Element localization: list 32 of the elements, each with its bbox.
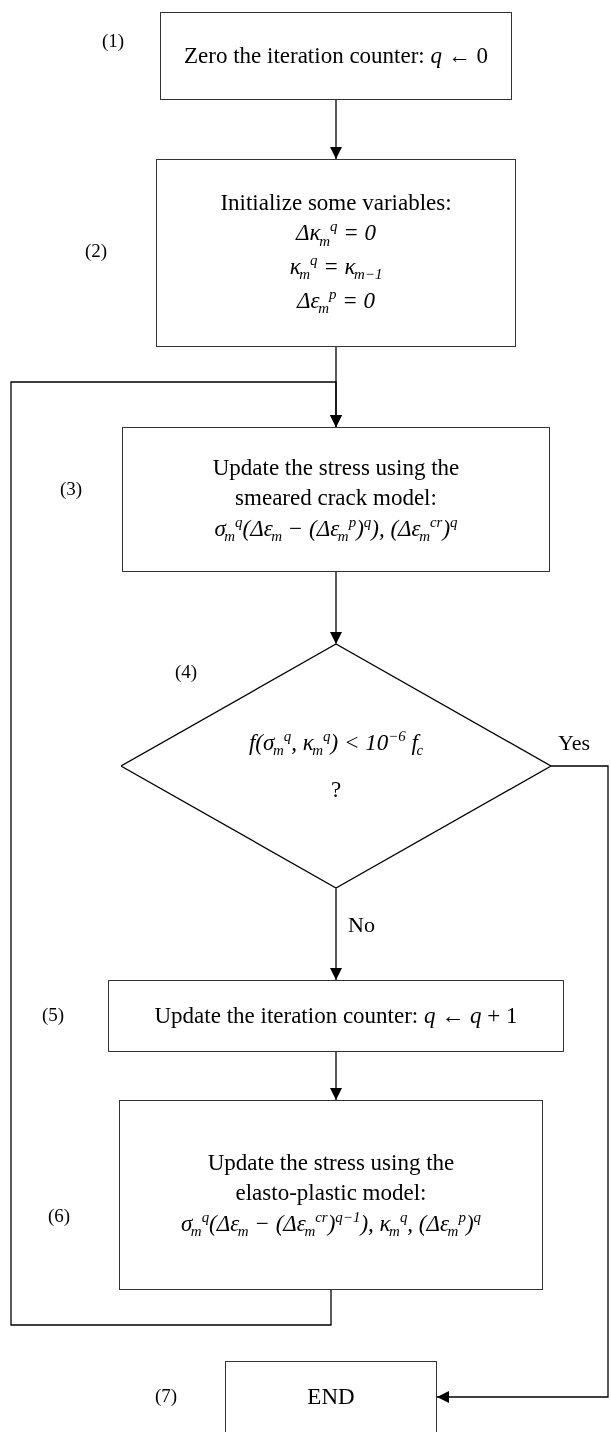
process-box [108,980,564,1052]
formula-text: σ$_{m}$$^{q}$(Δε$_{m}$ − (Δε$_{m}$$^{cr}$)$^{q−1}$), κ$_{m}$$^{q}$, (Δε$_{m}$$^{p}$)$^{q}$ [180,1208,482,1242]
step-text: Update the stress using the elasto-plastic model: [206,1149,456,1208]
process-box [119,1100,543,1290]
step-number: (2) [85,240,108,262]
formula-text: f(σ$_{m}$$^{q}$, κ$_{m}$$^{q}$) < 10$^{−6}$ f$_{c}$ [247,727,425,761]
step-text: END [306,1383,356,1412]
process-box [156,159,516,347]
process-box [225,1361,437,1432]
formula-text: κ$_{m}$$^{q}$ = κ$_{m−1}$ [288,251,384,285]
step-text: Update the stress using the smeared crack model: [211,453,461,512]
step-text: Initialize some variables: [219,188,453,217]
arrow [436,765,609,1403]
formula-text: σ$_{m}$$^{q}$(Δε$_{m}$ − (Δε$_{m}$$^{p}$)$^{q}$), (Δε$_{m}$$^{cr}$)$^{q}$ [213,512,459,546]
arrow [330,1051,342,1101]
arrow [10,381,342,1326]
step-number: (7) [155,1385,178,1407]
step-number: (5) [42,1004,65,1026]
formula-text: Δε$_{m}$$^{p}$ = 0 [295,284,376,319]
formula-text: Δκ$_{m}$$^{q}$ = 0 [294,217,377,251]
step-text: Zero the iteration counter: q ← 0 [183,42,489,71]
step-number: (3) [60,478,83,500]
step-number: (6) [48,1205,71,1227]
step-text: ? [329,775,343,804]
process-box [160,12,512,100]
process-box [122,427,550,572]
arrow [330,571,342,645]
arrow [330,99,342,160]
step-text: Update the iteration counter: q ← q + 1 [153,1002,519,1031]
step-number: (1) [102,30,125,52]
step-number: (4) [175,661,198,683]
arrow [330,887,342,981]
